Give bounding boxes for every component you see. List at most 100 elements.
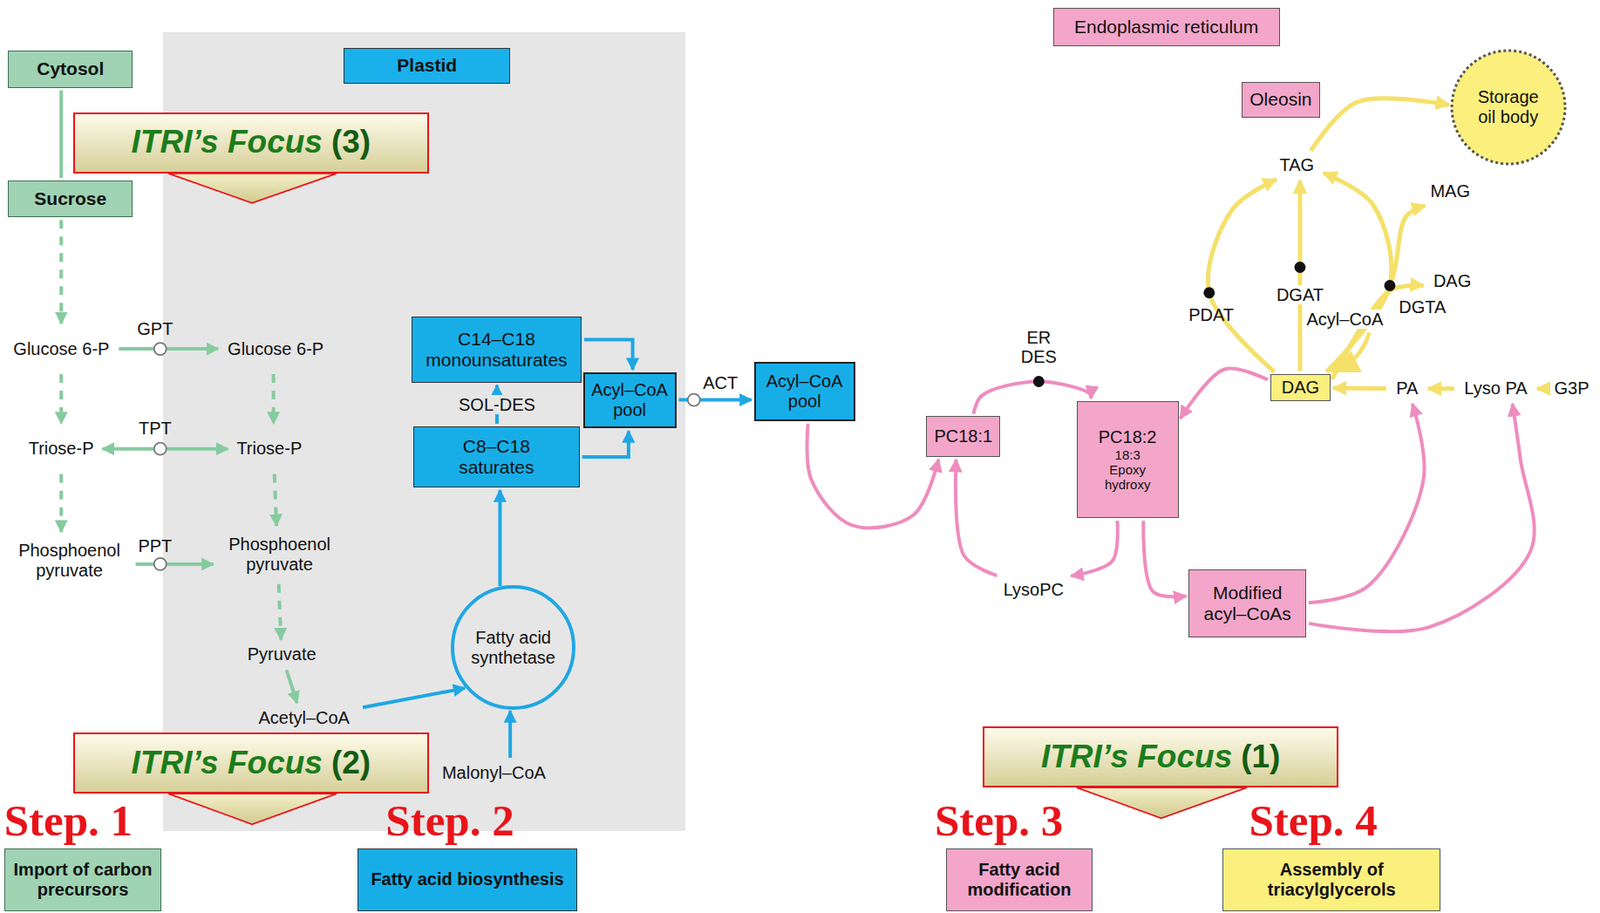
focus-callout: ITRI’s Focus(1) [982,726,1339,788]
process-box: PC18:218:3Epoxy hydroxy [1076,401,1179,519]
connector-arrow [59,474,63,532]
connector-arrow [1180,368,1268,419]
connector-arrow [1143,520,1186,597]
pool-box: Acyl–CoA pool [583,372,677,429]
node-text: Sucrose [34,188,107,210]
node-text: PC18:1 [933,426,993,447]
oil-body-circle: Storage oil body [1449,47,1568,167]
step-box: Fatty acid modification [946,848,1093,911]
metabolite-node: Triose-P [22,426,101,472]
enzyme-label: SOL-DES [456,394,538,415]
enzyme-circle: Fatty acid synthetase [449,584,577,711]
connector-arrow [807,423,940,528]
process-box: PC18:1 [925,415,1001,457]
connector-arrow [1333,385,1387,391]
transporter-symbol [687,394,701,407]
node-text: Malonyl–CoA [442,762,546,783]
node-text: Modified acyl–CoAs [1197,582,1298,625]
node-text: C8–C18 saturates [448,435,545,478]
enzyme-label: DGTA [1395,297,1449,317]
product-box: C14–C18 monounsaturates [411,316,582,383]
step-box: Import of carbon precursors [4,848,162,911]
node-text: (1) [1240,738,1280,777]
metabolite-node: Malonyl–CoA [433,760,554,786]
node-text: Triose-P [236,438,302,459]
connector-arrow [1310,98,1449,151]
node-text: Fatty acid modification [953,859,1085,900]
node-text: Glucose 6-P [13,339,109,360]
compartment-box: Cytosol [7,50,133,88]
connector-arrow [497,490,502,586]
node-text: Acyl–CoA pool [761,371,849,412]
connector-arrow [973,381,1092,415]
node-text: Oleosin [1249,88,1312,110]
node-text: Acetyl–CoA [258,708,350,729]
enzyme-dot [1294,261,1307,273]
focus-arrow [1076,787,1247,818]
lipid-box: DAG [1270,374,1331,402]
node-text: Epoxy hydroxy [1096,462,1158,493]
product-box: C8–C18 saturates [413,426,580,488]
metabolite-node: LysoPC [995,577,1071,603]
transporter-symbol [154,442,167,456]
connector-arrow [1537,386,1545,391]
metabolite-node: Phosphoenol pyruvate [6,534,134,588]
connector-arrow [1308,403,1535,632]
node-text: Acyl–CoA pool [590,380,670,421]
metabolite-node: TAG [1272,152,1321,178]
connector-arrow [1308,403,1425,603]
transporter-symbol [154,558,167,571]
node-text: Glucose 6-P [227,339,324,360]
connector-arrow [59,90,63,178]
step-label: Step. 4 [1248,798,1377,844]
node-text: Cytosol [36,58,104,80]
node-text: Endoplasmic reticulum [1074,16,1259,38]
connector-arrow [1330,205,1425,372]
node-text: ITRI’s Focus [131,123,323,162]
metabolite-node: Lyso PA [1457,375,1535,402]
metabolite-node: PA [1388,375,1426,402]
compartment-box: Sucrose [7,180,133,218]
node-text: 18:3 [1115,447,1141,463]
metabolite-node: G3P [1546,375,1597,402]
connector-arrow [59,219,63,324]
enzyme-label: ER DES [1016,327,1061,367]
step-box: Assembly of triacylglycerols [1222,848,1441,911]
node-text: DAG [1433,271,1471,292]
focus-callout: ITRI’s Focus(3) [73,112,429,174]
node-text: ITRI’s Focus [1041,738,1233,777]
enzyme-label: TPT [136,418,175,438]
connector-arrow [955,459,998,576]
step-label: Step. 3 [934,798,1063,844]
connector-arrow [118,347,218,351]
enzyme-dot [1383,279,1396,292]
connector-arrow [1297,180,1302,372]
node-text: Lyso PA [1463,378,1527,399]
metabolite-node: MAG [1422,178,1478,205]
node-text: C14–C18 monounsaturates [417,328,576,371]
metabolite-node: DAG [1426,268,1479,294]
connector-arrow [1070,520,1117,576]
metabolite-node: Glucose 6-P [220,326,331,372]
node-outline-shape [1451,50,1566,164]
note-label: Acyl–CoA [1304,309,1387,329]
step-label: Step. 2 [385,798,514,844]
node-outline [449,584,577,711]
node-text: Triose-P [28,438,95,459]
connector-arrow [136,562,214,566]
transporter-symbol [154,342,167,355]
node-text: Pyruvate [247,644,317,665]
process-box: Oleosin [1241,81,1321,118]
node-text: Storage oil body [1469,87,1548,128]
node-text: DAG [1281,377,1320,398]
step-label: Step. 1 [4,798,133,844]
node-text: LysoPC [1003,579,1064,600]
process-box: Endoplasmic reticulum [1053,7,1280,46]
pool-box: Acyl–CoA pool [754,361,856,422]
connector-arrow [1207,179,1276,373]
node-text: PC18:2 [1098,427,1158,448]
node-text: G3P [1553,378,1589,399]
enzyme-label: PPT [135,536,175,556]
